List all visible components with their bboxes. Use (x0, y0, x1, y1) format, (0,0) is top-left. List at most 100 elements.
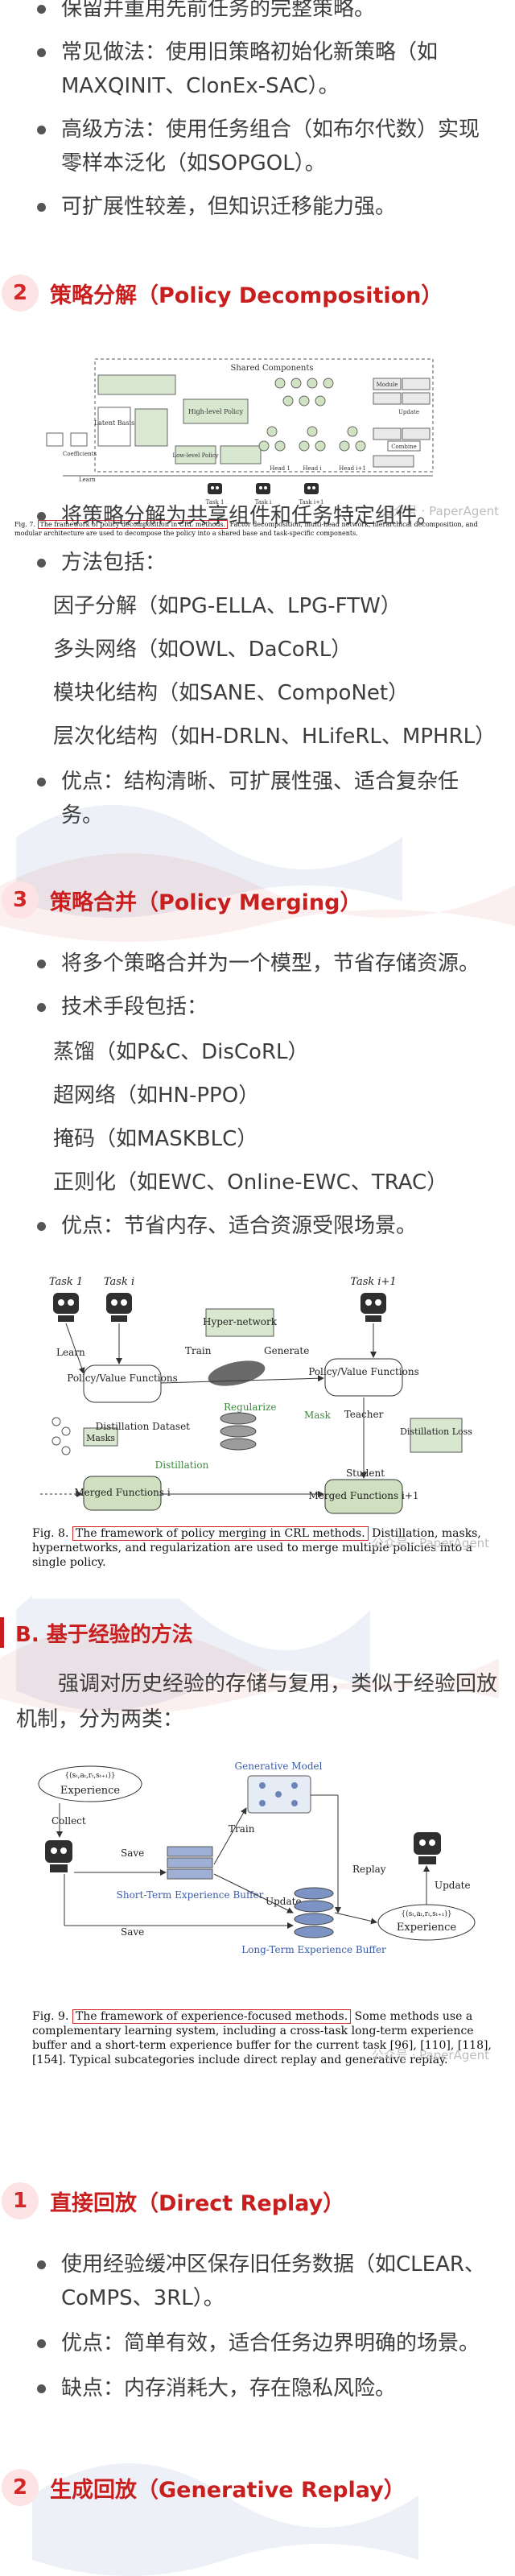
section-title: 策略分解（Policy Decomposition） (50, 283, 443, 308)
list-item: 方法包括： (37, 546, 496, 580)
list-item: 常见做法：使用旧策略初始化新策略（如MAXQINIT、ClonEx-SAC）。 (37, 35, 496, 103)
method-item: 层次化结构（如H-DRLN、HLifeRL、MPHRL） (53, 724, 496, 749)
heading-accent-bar (0, 1617, 4, 1648)
fig9-shortterm-text: Short-Term Experience Buffer (117, 1889, 264, 1901)
fig7-headi1-text: Head i+1 (339, 465, 366, 472)
section-heading: 2 策略分解（Policy Decomposition） (0, 270, 443, 316)
fig8-regularize-text: Regularize (224, 1402, 277, 1413)
fig7-shared-components-text: Shared Components (230, 364, 313, 373)
fig9-diagram: Experience {(sₜ,aₜ,rₜ,sₜ₊₁)} Collect Gen… (38, 1761, 476, 1955)
fig7-latent-basis-text: Latent Basis (94, 419, 134, 427)
fig7-update-text: Update (398, 409, 419, 415)
fig9-update1-text: Update (266, 1896, 302, 1907)
fig8-label: Fig. 8. (32, 1527, 69, 1540)
fig7-caption-rest: Factor decomposition, multi-head network… (14, 521, 478, 537)
list-item: 使用经验缓冲区保存旧任务数据（如CLEAR、CoMPS、3RL）。 (37, 2248, 496, 2315)
fig7-taski1-text: Task i+1 (299, 499, 324, 506)
fig7-combine-text: Combine (391, 444, 417, 450)
section-heading: 3 策略合并（Policy Merging） (0, 877, 361, 923)
list-item: 优点：结构清晰、可扩展性强、适合复杂任务。 (37, 765, 496, 832)
fig7-caption-boxed: The framework of policy decomposition in… (37, 520, 229, 529)
fig8-masks-text: Masks (86, 1433, 115, 1443)
list-item: 缺点：内存消耗大，存在隐私风险。 (37, 2372, 496, 2405)
fig9-replay-text: Replay (352, 1864, 386, 1875)
fig9-update2-text: Update (435, 1880, 471, 1891)
fig7-diagram: Shared Components Latent Basis High-leve… (46, 358, 434, 506)
section-title: 直接回放（Direct Replay） (50, 2190, 345, 2216)
fig7-caption: Fig. 7. The framework of policy decompos… (14, 520, 501, 538)
list-item: 优点：节省内存、适合资源受限场景。 (37, 1209, 496, 1243)
section-number-badge: 1 (2, 2182, 39, 2219)
fig8-generate-text: Generate (264, 1345, 309, 1356)
fig7-learn-text: Learn (79, 477, 96, 483)
fig8-taski-text: Task i (104, 1276, 134, 1288)
fig9-genmodel-text: Generative Model (235, 1761, 323, 1772)
fig7-taski-text: Task i (255, 499, 272, 506)
fig8-mask-text: Mask (304, 1410, 332, 1421)
fig8-learn-text: Learn (56, 1347, 85, 1358)
section-heading: 1 直接回放（Direct Replay） (0, 2178, 344, 2223)
fig9-save2-text: Save (121, 1926, 144, 1938)
fig8-caption: Fig. 8. The framework of policy merging … (32, 1526, 499, 1570)
subsection-heading-b: B. 基于经验的方法 (0, 1610, 515, 1655)
fig8-student-text: Student (346, 1468, 385, 1479)
fig9-save1-text: Save (121, 1847, 144, 1859)
fig7-head1-text: Head 1 (270, 465, 290, 472)
fig8-train-text: Train (185, 1345, 212, 1356)
fig7-high-level-text: High-level Policy (188, 408, 244, 415)
list-item: 保留并重用先前任务的完整策略。 (37, 0, 496, 26)
method-item: 模块化结构（如SANE、CompoNet） (53, 681, 410, 705)
method-item: 掩码（如MASKBLC） (53, 1127, 258, 1151)
intro-paragraph: 强调对历史经验的存储与复用，类似于经验回放机制，分为两类： (16, 1672, 498, 1732)
fig8-dataset-text: Distillation Dataset (96, 1421, 191, 1432)
method-item: 因子分解（如PG-ELLA、LPG-FTW） (53, 594, 402, 618)
fig8-caption-rest: Distillation, masks, hypernetworks, and … (32, 1527, 481, 1569)
section-number-badge: 2 (2, 275, 39, 312)
method-item: 正则化（如EWC、Online-EWC、TRAC） (53, 1170, 448, 1195)
fig9-caption-boxed: The framework of experience-focused meth… (72, 2009, 352, 2024)
method-item: 超网络（如HN-PPO） (53, 1084, 260, 1108)
fig9-experience-top-text: Experience (60, 1785, 121, 1797)
fig8-merged-i1-text: Merged Functions i+1 (308, 1490, 418, 1501)
method-item: 多头网络（如OWL、DaCoRL） (53, 638, 352, 662)
section-title: 生成回放（Generative Replay） (50, 2477, 406, 2503)
fig7-task1-text: Task 1 (206, 499, 225, 506)
list-item: 可扩展性较差，但知识迁移能力强。 (37, 190, 496, 224)
figure-9: Experience {(sₜ,aₜ,rₜ,sₜ₊₁)} Collect Gen… (32, 1752, 499, 2114)
fig9-experience-right-text: Experience (397, 1922, 457, 1934)
fig8-merged-i-text: Merged Functions i (74, 1487, 170, 1498)
fig8-hyper-text: Hyper-network (203, 1316, 278, 1327)
section-title: 策略合并（Policy Merging） (50, 890, 362, 915)
list-item: 技术手段包括： (37, 990, 496, 1024)
figure-8: Task 1 Task i Task i+1 Hyper-network Tra… (32, 1261, 499, 1599)
fig9-caption-rest: Some methods use a complementary learnin… (32, 2010, 492, 2066)
svg-text:{(sₜ,aₜ,rₜ,sₜ₊₁)}: {(sₜ,aₜ,rₜ,sₜ₊₁)} (64, 1771, 115, 1780)
fig8-loss-text: Distillation Loss (400, 1426, 472, 1437)
section-number-badge: 2 (2, 2469, 39, 2506)
fig9-train-text: Train (229, 1823, 255, 1835)
fig9-collect-text: Collect (52, 1815, 86, 1827)
list-item: 将多个策略合并为一个模型，节省存储资源。 (37, 947, 496, 980)
fig9-label: Fig. 9. (32, 2010, 69, 2023)
fig8-distillation-text: Distillation (155, 1459, 209, 1471)
fig8-pv-right-text: Policy/Value Functions (308, 1366, 419, 1377)
fig8-caption-boxed: The framework of policy merging in CRL m… (72, 1526, 369, 1541)
figure-7: Shared Components Latent Basis High-leve… (14, 351, 501, 576)
watermark: 公众号 · PaperAgent (381, 504, 499, 518)
section-number-badge: 3 (2, 881, 39, 919)
fig8-pv-left-text: Policy/Value Functions (67, 1373, 178, 1384)
fig7-module-text: Module (377, 382, 398, 388)
fig9-caption: Fig. 9. The framework of experience-focu… (32, 2009, 499, 2067)
fig7-label: Fig. 7. (14, 521, 35, 528)
fig8-taski1-text: Task i+1 (350, 1276, 396, 1288)
fig8-task1-text: Task 1 (49, 1276, 83, 1288)
fig7-coefficients-text: Coefficients (63, 451, 97, 457)
watermark: 公众号 · PaperAgent (371, 1536, 489, 1550)
list-item: 优点：简单有效，适合任务边界明确的场景。 (37, 2326, 496, 2360)
fig9-longterm-text: Long-Term Experience Buffer (241, 1944, 386, 1955)
svg-text:{(sₜ,aₜ,rₜ,sₜ₊₁)}: {(sₜ,aₜ,rₜ,sₜ₊₁)} (401, 1909, 451, 1918)
list-item: 高级方法：使用任务组合（如布尔代数）实现零样本泛化（如SOPGOL）。 (37, 113, 496, 180)
subsection-title: B. 基于经验的方法 (15, 1622, 193, 1647)
section-heading: 2 生成回放（Generative Replay） (0, 2465, 406, 2510)
